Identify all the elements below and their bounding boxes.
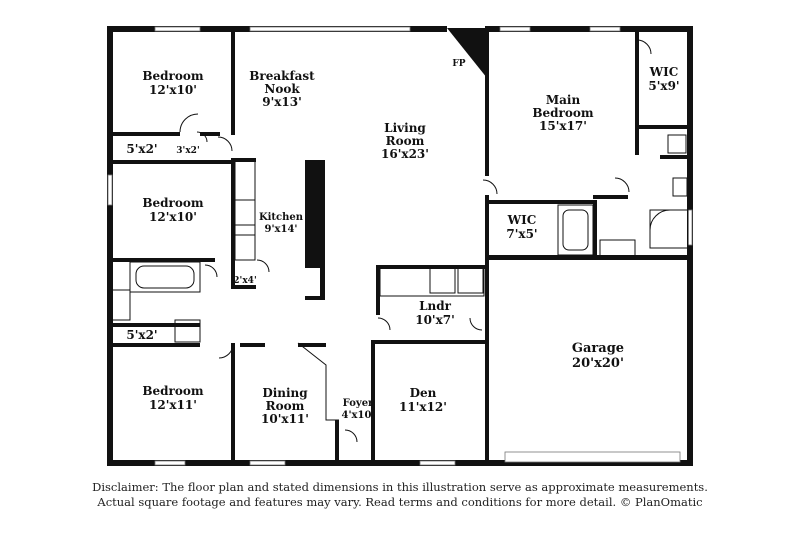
bedroom-1-dim: 12'x10' bbox=[149, 83, 197, 97]
foyer-dim: 4'x10' bbox=[342, 410, 375, 421]
wic-2-dim: 7'x5' bbox=[506, 227, 537, 241]
wic-main-dim: 5'x9' bbox=[648, 79, 679, 93]
closet-3-dim: 5'x2' bbox=[126, 328, 157, 342]
foyer-name: Foyer bbox=[343, 398, 374, 409]
kitchen-dim: 9'x14' bbox=[265, 224, 298, 235]
dining-name-1: Dining bbox=[262, 386, 308, 400]
garage-name: Garage bbox=[572, 341, 624, 356]
wic-2: WIC 7'x5' bbox=[506, 213, 537, 241]
windows bbox=[107, 26, 693, 466]
main-bedroom: Main Bedroom 15'x17' bbox=[532, 93, 593, 133]
den: Den 11'x12' bbox=[399, 386, 447, 414]
breakfast-dim: 9'x13' bbox=[262, 95, 302, 109]
laundry: Lndr 10'x7' bbox=[415, 299, 455, 327]
garage: Garage 20'x20' bbox=[572, 341, 624, 371]
closet-1-dim: 5'x2' bbox=[126, 142, 157, 156]
laundry-name: Lndr bbox=[419, 299, 452, 313]
bedroom-3: Bedroom 12'x11' bbox=[142, 384, 203, 412]
laundry-dim: 10'x7' bbox=[415, 313, 455, 327]
dining-room: Dining Room 10'x11' bbox=[261, 386, 309, 426]
living-room: Living Room 16'x23' bbox=[381, 121, 429, 161]
bedroom-3-name: Bedroom bbox=[142, 384, 203, 398]
bedroom-3-dim: 12'x11' bbox=[149, 398, 197, 412]
living-name-1: Living bbox=[384, 121, 426, 135]
fireplace bbox=[447, 28, 487, 78]
kitchen-name: Kitchen bbox=[259, 212, 304, 223]
den-dim: 11'x12' bbox=[399, 400, 447, 414]
main-bed-name-1: Main bbox=[546, 93, 581, 107]
foyer: Foyer 4'x10' bbox=[342, 398, 375, 421]
wic-main-name: WIC bbox=[649, 65, 679, 79]
breakfast-name-2: Nook bbox=[264, 82, 300, 96]
disclaimer-line-1: Disclaimer: The floor plan and stated di… bbox=[92, 480, 708, 494]
dining-name-2: Room bbox=[266, 399, 305, 413]
dining-dim: 10'x11' bbox=[261, 412, 309, 426]
kitchen: Kitchen 9'x14' bbox=[259, 212, 304, 235]
bedroom-2: Bedroom 12'x10' bbox=[142, 196, 203, 224]
fixtures bbox=[111, 39, 689, 443]
wic-main: WIC 5'x9' bbox=[648, 65, 679, 93]
den-name: Den bbox=[410, 386, 437, 400]
breakfast-nook: Breakfast Nook 9'x13' bbox=[249, 69, 315, 109]
pantry-dim: 2'x4' bbox=[233, 276, 256, 286]
bedroom-1-name: Bedroom bbox=[142, 69, 203, 83]
wic-2-name: WIC bbox=[507, 213, 537, 227]
bedroom-2-name: Bedroom bbox=[142, 196, 203, 210]
main-bed-dim: 15'x17' bbox=[539, 119, 587, 133]
disclaimer-line-2: Actual square footage and features may v… bbox=[97, 495, 703, 509]
garage-dim: 20'x20' bbox=[572, 356, 624, 371]
closet-2-dim: 3'x2' bbox=[176, 146, 199, 156]
bedroom-1: Bedroom 12'x10' bbox=[142, 69, 203, 97]
bedroom-2-dim: 12'x10' bbox=[149, 210, 197, 224]
breakfast-name-1: Breakfast bbox=[249, 69, 315, 83]
fireplace-label: FP bbox=[452, 59, 465, 69]
living-name-2: Room bbox=[386, 134, 425, 148]
living-dim: 16'x23' bbox=[381, 147, 429, 161]
main-bed-name-2: Bedroom bbox=[532, 106, 593, 120]
